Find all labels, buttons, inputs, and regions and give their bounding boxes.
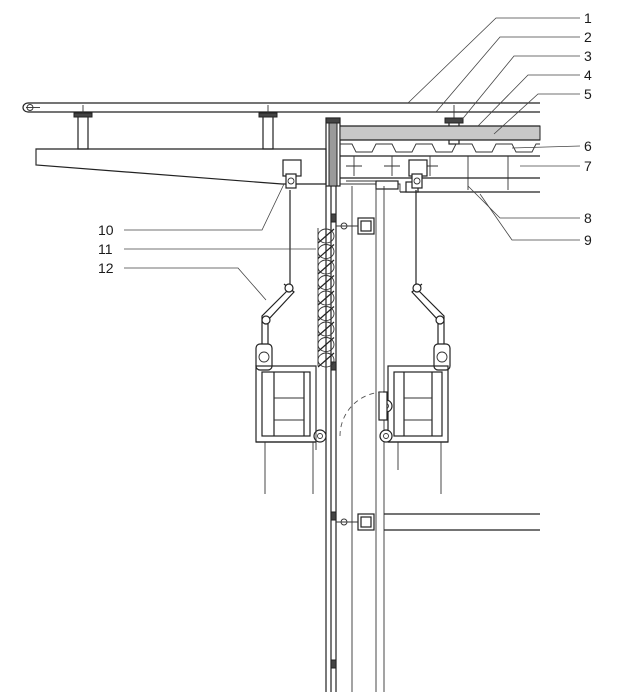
louvre-blade-slat (317, 275, 335, 290)
anchor-upper (336, 217, 375, 235)
gondola-right (339, 159, 451, 494)
callout-11: 11 (98, 241, 113, 257)
roof-buildup (339, 125, 541, 190)
louvre-blade-slat (317, 244, 335, 259)
louvre-blade (317, 228, 335, 244)
louvre-blade (317, 337, 335, 352)
louvre-blade-slat (317, 306, 335, 321)
parapet (325, 117, 341, 187)
louvre-blade (317, 321, 335, 337)
callout-2: 2 (584, 29, 592, 45)
curtain-wall (325, 186, 385, 692)
louvre-blade (317, 306, 335, 321)
floor-slab-lines (384, 513, 540, 531)
callout-12: 12 (98, 260, 114, 276)
facade-anchors (336, 217, 540, 531)
roof-guide-rail (22, 102, 540, 113)
callout-4: 4 (584, 67, 592, 83)
callout-9: 9 (584, 232, 592, 248)
louvre-blade (317, 244, 335, 259)
canopy-slab (35, 148, 327, 185)
sunshade-louvres (317, 228, 335, 368)
louvre-blade-slat (317, 352, 335, 368)
callout-labels: 1 2 3 4 5 6 7 8 9 10 11 12 (98, 10, 592, 276)
anchor-lower (336, 513, 375, 531)
callout-6: 6 (584, 138, 592, 154)
callout-1: 1 (584, 10, 592, 26)
louvre-blade-slat (317, 228, 335, 244)
louvre-blade (317, 290, 335, 306)
louvre-blade-slat (317, 259, 335, 275)
louvre-blade-slat (317, 337, 335, 352)
callout-8: 8 (584, 210, 592, 226)
leader-lines (124, 17, 581, 301)
gondola-left (255, 159, 327, 494)
callout-7: 7 (584, 158, 592, 174)
louvre-blade (317, 259, 335, 275)
callout-3: 3 (584, 48, 592, 64)
louvre-blade-slat (317, 321, 335, 337)
callout-10: 10 (98, 222, 114, 238)
louvre-blade (317, 352, 335, 368)
callout-5: 5 (584, 86, 592, 102)
louvre-blade (317, 275, 335, 290)
louvre-blade-slat (317, 290, 335, 306)
ceiling-soffit (340, 177, 540, 193)
